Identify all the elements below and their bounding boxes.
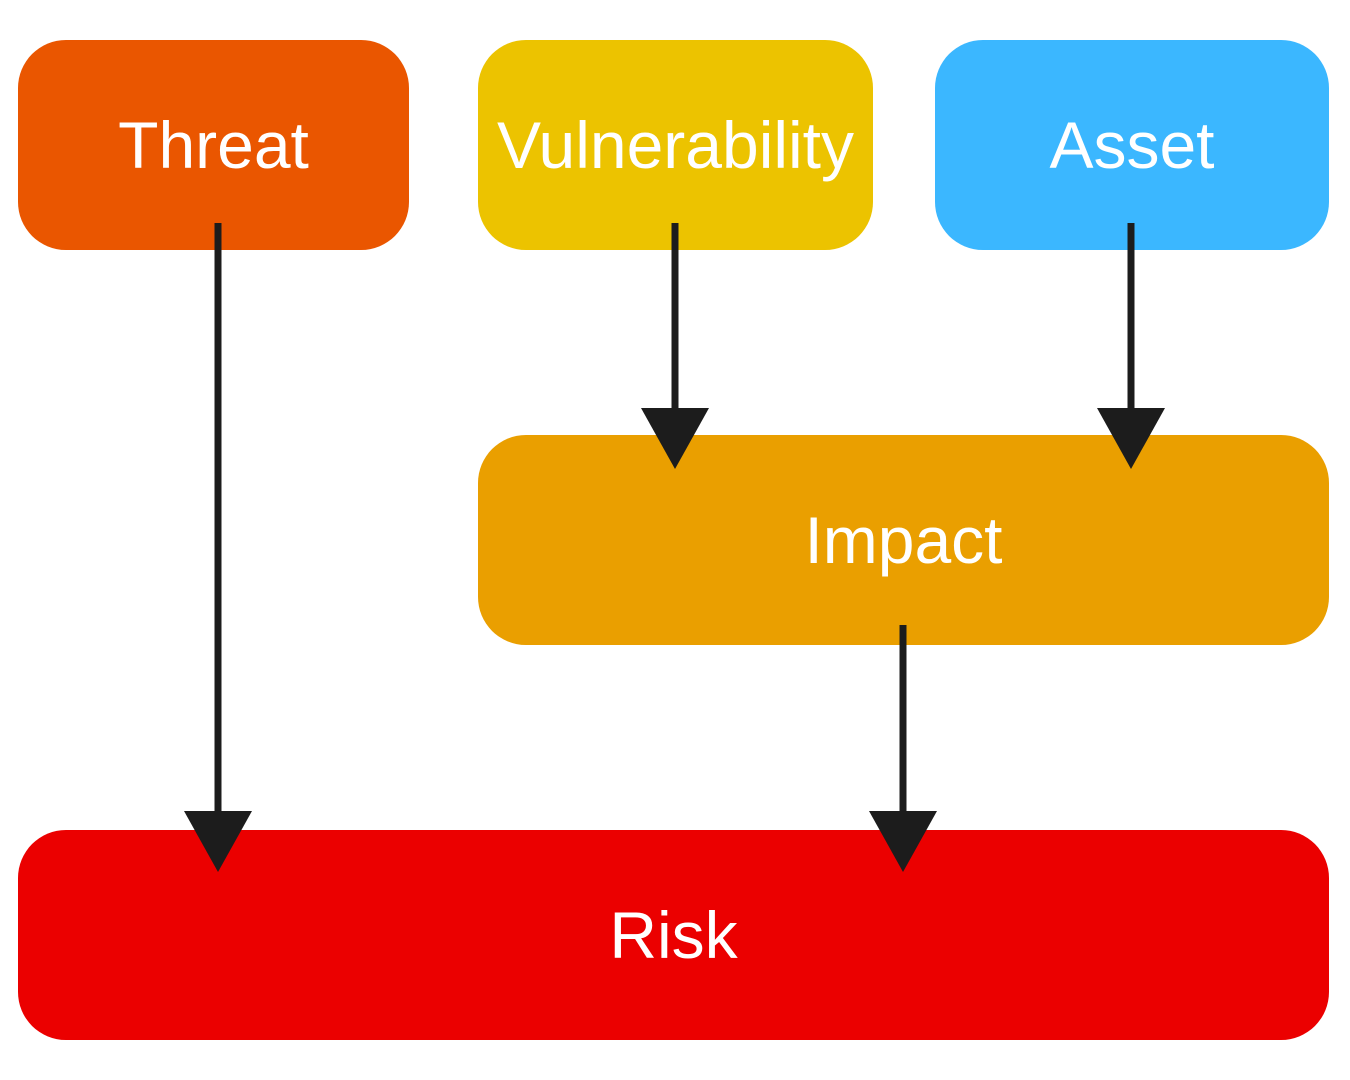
edge-vulnerability-to-impact bbox=[641, 223, 709, 469]
risk-label: Risk bbox=[609, 898, 738, 972]
asset-label: Asset bbox=[1049, 108, 1215, 182]
asset-node: Asset bbox=[935, 40, 1329, 250]
vulnerability-label: Vulnerability bbox=[496, 108, 855, 182]
risk-node: Risk bbox=[18, 830, 1329, 1040]
threat-label: Threat bbox=[118, 108, 309, 182]
vulnerability-node: Vulnerability bbox=[478, 40, 873, 250]
impact-node: Impact bbox=[478, 435, 1329, 645]
impact-label: Impact bbox=[804, 503, 1003, 577]
threat-node: Threat bbox=[18, 40, 409, 250]
edge-asset-to-impact bbox=[1097, 223, 1165, 469]
edge-threat-to-risk bbox=[184, 223, 252, 872]
